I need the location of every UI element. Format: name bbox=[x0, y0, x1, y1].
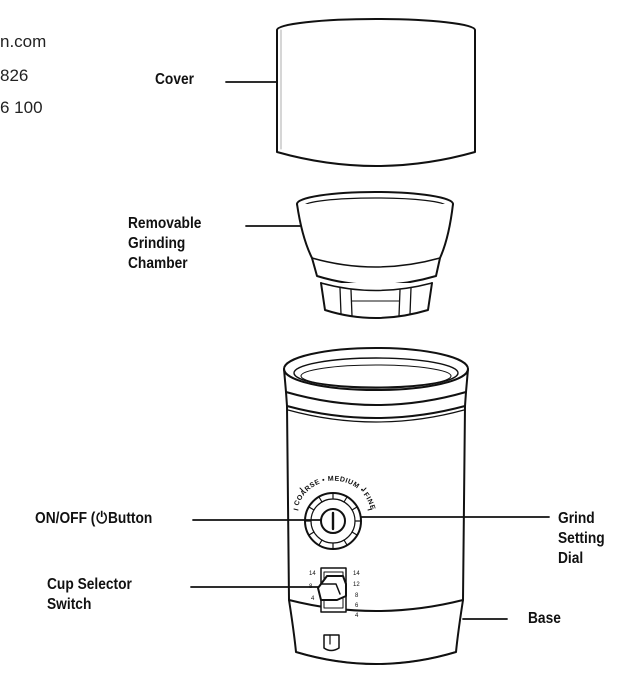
base-label: Base bbox=[528, 610, 561, 627]
switch-mark-left-3: 4 bbox=[311, 596, 315, 602]
base-part bbox=[283, 347, 469, 665]
leader-lines bbox=[190, 81, 550, 620]
switch-mark-left-2: 8 bbox=[309, 584, 313, 590]
cup-selector-label-line-2: Switch bbox=[47, 596, 92, 613]
switch-mark-right-5: 4 bbox=[355, 613, 359, 619]
grind-dial-label-line-1: Grind bbox=[558, 510, 595, 527]
edge-text-1: n.com bbox=[0, 32, 47, 51]
switch-mark-right-1: 14 bbox=[353, 571, 360, 577]
edge-text-2: 826 bbox=[0, 66, 29, 85]
switch-mark-right-3: 8 bbox=[355, 593, 359, 599]
chamber-label-line-1: Removable bbox=[128, 215, 202, 232]
cup-selector-label: Cup Selector Switch bbox=[47, 575, 132, 615]
cover-part bbox=[276, 18, 476, 167]
edge-text-3: 6 100 bbox=[0, 98, 43, 117]
grind-dial-label-line-3: Dial bbox=[558, 550, 584, 567]
cover-label: Cover bbox=[155, 71, 195, 88]
onoff-label-suffix: Button bbox=[107, 510, 153, 527]
switch-mark-right-4: 6 bbox=[355, 603, 359, 609]
onoff-button bbox=[320, 508, 346, 534]
onoff-button-label: ON/OFF (⏻Button bbox=[35, 509, 152, 529]
onoff-label-prefix: ON/OFF ( bbox=[35, 510, 96, 527]
power-icon: ⏻ bbox=[96, 510, 108, 527]
cup-selector-switch bbox=[317, 567, 347, 613]
switch-mark-left-1: 14 bbox=[309, 571, 316, 577]
chamber-label-line-2: Grinding bbox=[128, 235, 186, 252]
switch-mark-right-2: 12 bbox=[353, 582, 360, 588]
chamber-label: Removable Grinding Chamber bbox=[128, 214, 201, 274]
chamber-label-line-3: Chamber bbox=[128, 255, 188, 272]
grind-dial-label: Grind Setting Dial bbox=[558, 509, 605, 569]
cup-selector-label-line-1: Cup Selector bbox=[47, 576, 132, 593]
grind-dial-label-line-2: Setting bbox=[558, 530, 605, 547]
chamber-part bbox=[296, 191, 454, 319]
